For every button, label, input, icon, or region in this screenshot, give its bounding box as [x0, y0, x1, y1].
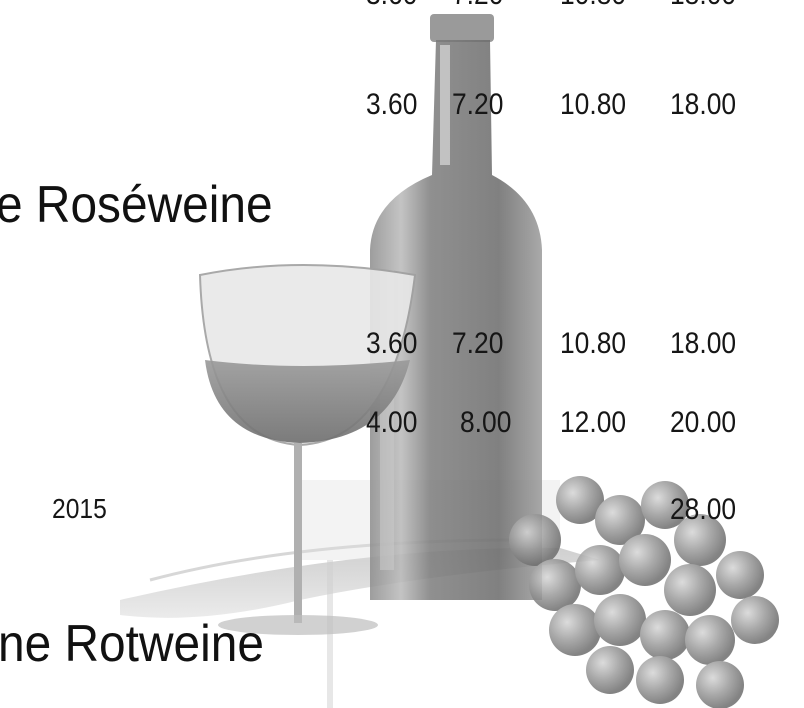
price-row-top-col4: 18.00: [670, 0, 736, 12]
price-row-4-col1: 4.00: [366, 406, 418, 439]
price-row-2-col2: 7.20: [452, 88, 504, 121]
price-row-3-col4: 18.00: [670, 327, 737, 360]
vintage-year: 2015: [52, 493, 107, 524]
price-row-2-col1: 3.60: [366, 88, 418, 121]
price-row-top-col2: 7.20: [452, 0, 503, 12]
price-row-top-col1: 3.60: [366, 0, 417, 12]
section-heading-rose: e Roséweine: [0, 176, 273, 234]
price-row-3-col1: 3.60: [366, 327, 418, 360]
price-row-2-col4: 18.00: [670, 88, 737, 121]
vintage-price: 28.00: [670, 493, 737, 526]
price-row-4-col3: 12.00: [560, 406, 627, 439]
price-row-top-col3: 10.80: [560, 0, 626, 12]
section-heading-red: ne Rotweine: [0, 615, 264, 673]
price-row-3-col3: 10.80: [560, 327, 627, 360]
price-row-2-col3: 10.80: [560, 88, 627, 121]
grape-cluster-shape: [509, 476, 779, 708]
wine-glass-shape: [198, 264, 417, 635]
price-row-4-col4: 20.00: [670, 406, 737, 439]
price-row-4-col2: 8.00: [460, 406, 512, 439]
price-row-3-col2: 7.20: [452, 327, 504, 360]
